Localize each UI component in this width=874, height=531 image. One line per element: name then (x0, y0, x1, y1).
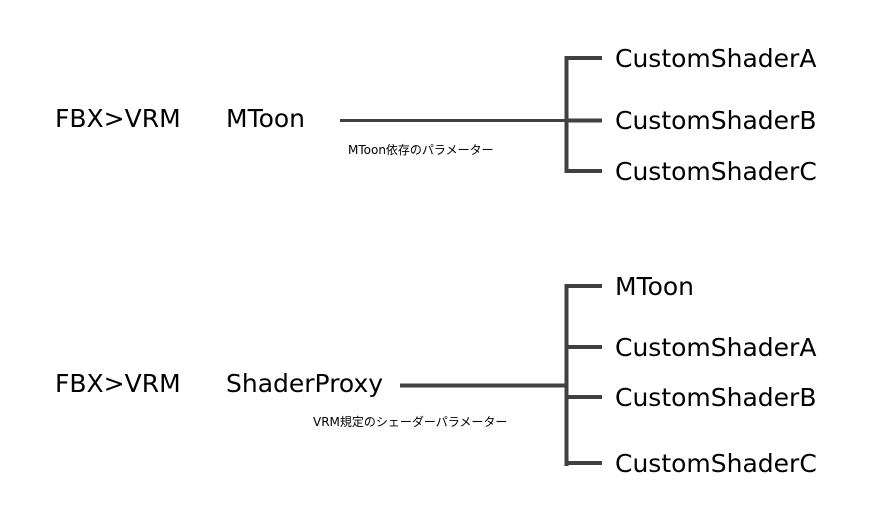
source-label-shaderproxy-group: FBX>VRM (55, 369, 181, 398)
source-label-mtoon-group: FBX>VRM (55, 104, 181, 133)
node-label-shaderproxy: ShaderProxy (226, 369, 384, 398)
edge-caption-mtoon: MToon依存のパラメーター (348, 143, 494, 157)
leaf-label-top-2: CustomShaderC (615, 157, 817, 186)
leaf-label-bottom-0: MToon (615, 272, 695, 301)
leaf-label-bottom-1: CustomShaderA (615, 333, 817, 362)
leaf-label-bottom-2: CustomShaderB (615, 383, 817, 412)
leaf-label-top-0: CustomShaderA (615, 44, 817, 73)
leaf-label-bottom-3: CustomShaderC (615, 449, 817, 478)
edge-caption-shaderproxy: VRM規定のシェーダーパラメーター (313, 415, 508, 429)
node-label-mtoon: MToon (226, 104, 306, 133)
leaf-label-top-1: CustomShaderB (615, 106, 817, 135)
